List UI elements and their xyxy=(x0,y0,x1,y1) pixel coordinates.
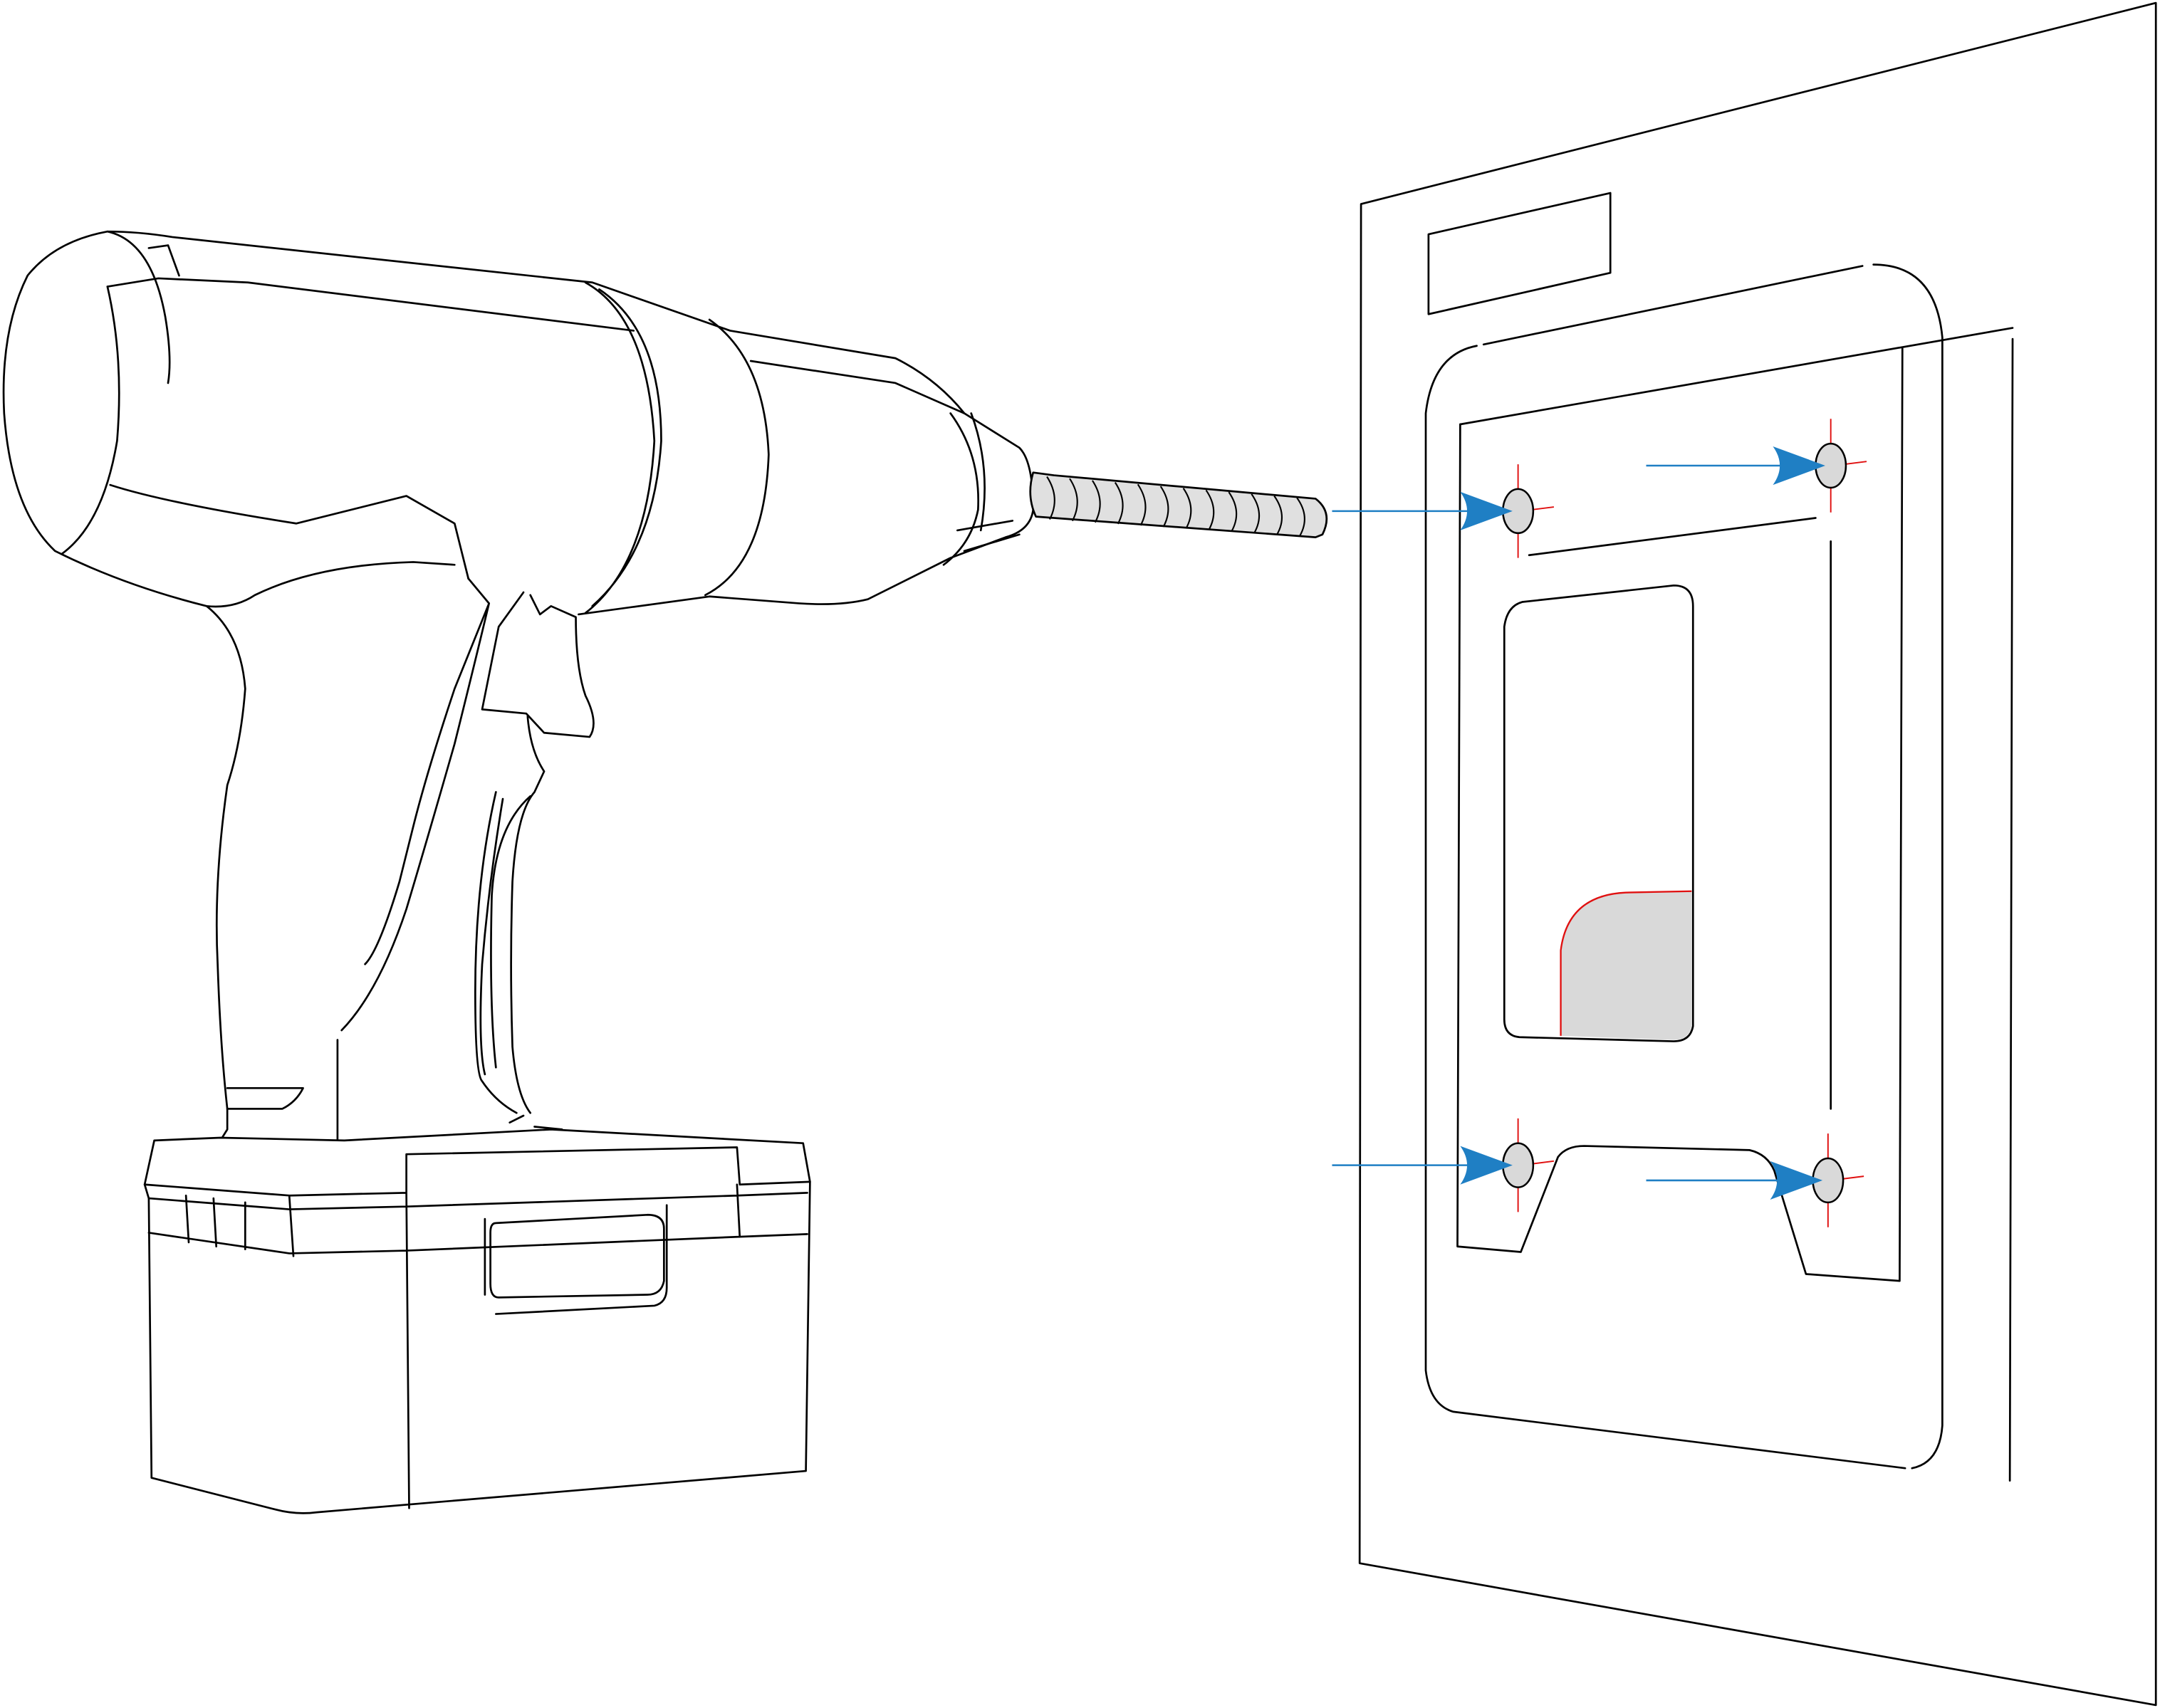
drill-body-upper-line xyxy=(106,244,966,414)
blue-arrow-icon xyxy=(1773,446,1825,486)
bit-thread xyxy=(1114,482,1124,525)
plate-inner-horizontal xyxy=(1528,517,1817,557)
bit-thread xyxy=(1092,480,1101,523)
drill-handle-front xyxy=(336,577,491,1142)
wall-panel-outline xyxy=(1358,1,2157,1707)
bit-thread xyxy=(1205,489,1215,530)
drill-handle-back xyxy=(205,604,246,1142)
bit-thread xyxy=(1273,495,1283,535)
bit-thread xyxy=(1228,491,1238,533)
label-plate xyxy=(1427,192,1612,315)
highlighted-corner-edge xyxy=(1560,890,1692,1036)
highlighted-corner xyxy=(1560,891,1692,1040)
bit-thread xyxy=(1069,478,1078,522)
blue-arrow-icon xyxy=(1460,1146,1513,1185)
drill-body-top xyxy=(106,230,1035,616)
drill-rear-cap-inner xyxy=(61,230,171,555)
hole-bottom-right xyxy=(1646,1133,1864,1227)
blue-arrow-icon xyxy=(1770,1161,1823,1200)
drill-rear-cap xyxy=(2,230,456,608)
hole-bottom-left xyxy=(1332,1118,1555,1212)
bit-thread xyxy=(1137,483,1147,526)
drill-collar xyxy=(584,281,980,614)
bit-thread xyxy=(1046,476,1055,520)
hole-top-left xyxy=(1332,464,1555,558)
mounting-plate-top-edge xyxy=(1459,327,2014,426)
bit-thread xyxy=(1251,493,1261,534)
battery-release-button xyxy=(484,1204,668,1315)
outer-frame xyxy=(1424,263,1944,1469)
drill-bit-threads xyxy=(1046,476,1305,537)
wall-panel xyxy=(1332,1,2157,1707)
drill-battery xyxy=(143,1128,811,1514)
blue-arrow-icon xyxy=(1460,491,1513,530)
drill-chuck xyxy=(956,412,1021,552)
bit-thread xyxy=(1159,486,1169,528)
drill-trigger xyxy=(226,795,532,1110)
hole-top-right xyxy=(1646,419,1867,513)
bit-thread xyxy=(1296,497,1305,537)
mounting-plate-left-edge xyxy=(1456,347,1904,1282)
wall-side-line xyxy=(2008,337,2014,1482)
drill-body-lower-line xyxy=(109,483,470,580)
plate-window xyxy=(1503,584,1694,1042)
drill-trigger-guard xyxy=(474,591,595,1131)
battery-details xyxy=(143,1146,811,1509)
cordless-drill-icon xyxy=(2,230,1328,1514)
bit-thread xyxy=(1182,488,1192,529)
mounting-holes xyxy=(1332,419,1867,1227)
drill-bit xyxy=(1029,471,1328,538)
